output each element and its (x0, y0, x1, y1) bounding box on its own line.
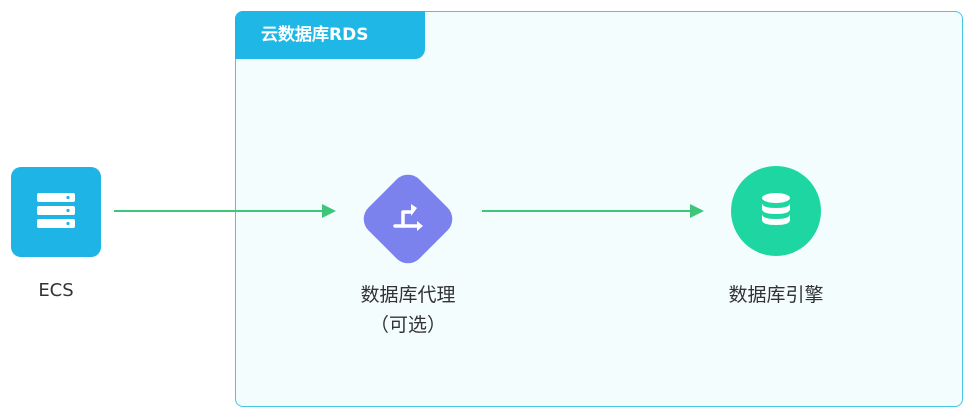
engine-label: 数据库引擎 (728, 284, 824, 306)
proxy-node-icon[interactable] (357, 168, 459, 270)
rds-container: 云数据库RDS (235, 11, 963, 407)
database-icon (731, 166, 821, 256)
arrow-ecs-to-proxy (114, 204, 336, 218)
proxy-label-line2: （可选） (369, 314, 446, 336)
proxy-label-line1: 数据库代理 (360, 284, 456, 306)
route-switch-icon (363, 174, 453, 264)
ecs-label: ECS (38, 280, 74, 301)
arrow-proxy-to-engine (482, 204, 704, 218)
proxy-label: 数据库代理 （可选） (318, 280, 498, 340)
rds-container-title: 云数据库RDS (235, 11, 425, 59)
engine-node-icon[interactable] (730, 165, 822, 257)
server-icon (37, 193, 75, 228)
ecs-node-icon[interactable] (11, 167, 101, 257)
